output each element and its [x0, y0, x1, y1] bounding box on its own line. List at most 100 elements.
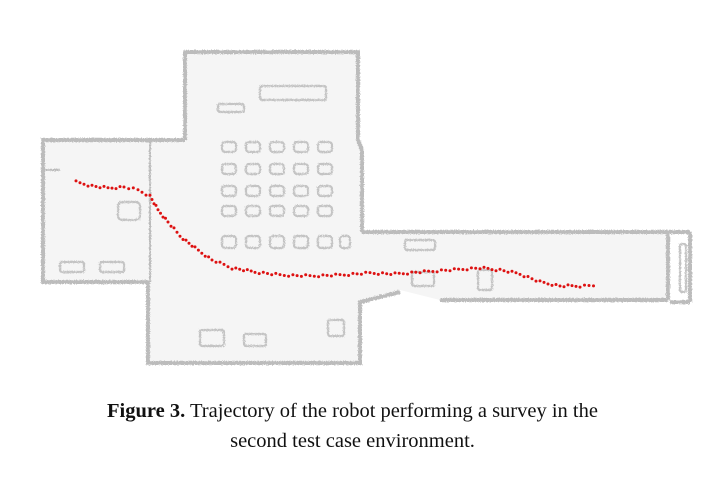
- trajectory-point: [397, 271, 401, 275]
- trajectory-point: [82, 182, 86, 186]
- trajectory-point: [506, 270, 510, 274]
- trajectory-point: [169, 224, 173, 228]
- caption-text-1: Trajectory of the robot performing a sur…: [185, 400, 598, 422]
- trajectory-point: [372, 272, 376, 275]
- trajectory-point: [364, 270, 368, 274]
- trajectory-point: [418, 271, 422, 275]
- trajectory-point: [207, 255, 211, 259]
- trajectory-point: [465, 268, 469, 272]
- trajectory-point: [385, 272, 389, 276]
- trajectory-point: [522, 275, 526, 279]
- trajectory-point: [218, 260, 222, 264]
- trajectory-point: [172, 226, 176, 230]
- trajectory-point: [150, 198, 154, 201]
- trajectory-point: [274, 271, 278, 275]
- trajectory-point: [566, 283, 570, 287]
- trajectory-point: [457, 267, 461, 271]
- trajectory-point: [118, 185, 122, 189]
- trajectory-point: [494, 269, 498, 273]
- trajectory-point: [203, 254, 207, 258]
- trajectory-point: [187, 241, 191, 245]
- trajectory-point: [184, 238, 188, 242]
- trajectory-point: [376, 272, 380, 276]
- trajectory-point: [427, 269, 431, 273]
- trajectory-point: [448, 269, 452, 273]
- trajectory-point: [410, 270, 414, 274]
- trajectory-point: [518, 272, 522, 276]
- trajectory-point: [181, 238, 185, 241]
- trajectory-point: [530, 277, 534, 281]
- trajectory-point: [154, 203, 158, 207]
- trajectory-point: [222, 262, 226, 266]
- trajectory-point: [257, 272, 261, 276]
- trajectory-point: [317, 275, 321, 279]
- trajectory-point: [439, 268, 443, 272]
- trajectory-point: [414, 270, 418, 274]
- trajectory-point: [546, 282, 550, 286]
- trajectory-point: [114, 187, 118, 191]
- trajectory-point: [110, 186, 114, 190]
- trajectory-point: [444, 268, 448, 272]
- trajectory-point: [178, 234, 182, 238]
- trajectory-point: [359, 272, 363, 276]
- trajectory-point: [510, 269, 514, 273]
- trajectory-point: [490, 268, 494, 272]
- trajectory-point: [393, 271, 397, 275]
- trajectory-point: [583, 283, 586, 287]
- trajectory-point: [401, 272, 405, 276]
- trajectory-point: [389, 273, 393, 276]
- trajectory-point: [214, 260, 218, 264]
- trajectory-point: [287, 274, 291, 278]
- caption-line-1: Figure 3. Trajectory of the robot perfor…: [0, 396, 705, 426]
- trajectory-point: [253, 270, 257, 274]
- trajectory-point: [144, 193, 148, 197]
- trajectory-point: [406, 272, 409, 276]
- map-walls: [41, 50, 692, 365]
- trajectory-point: [193, 245, 197, 249]
- trajectory-point: [342, 273, 346, 277]
- trajectory-point: [266, 272, 269, 275]
- trajectory-point: [74, 179, 78, 183]
- trajectory-point: [562, 285, 566, 289]
- trajectory-point: [136, 188, 140, 192]
- trajectory-point: [295, 274, 299, 278]
- trajectory-point: [238, 267, 242, 271]
- trajectory-point: [245, 268, 249, 272]
- trajectory-point: [164, 216, 167, 220]
- trajectory-point: [452, 267, 456, 271]
- map-furniture: [58, 84, 688, 348]
- trajectory-point: [574, 284, 578, 288]
- trajectory-point: [478, 267, 482, 271]
- trajectory-point: [486, 266, 490, 270]
- trajectory-point: [469, 266, 473, 270]
- trajectory-point: [502, 269, 506, 273]
- trajectory-point: [325, 273, 329, 277]
- figure-label: Figure 3.: [107, 400, 186, 422]
- trajectory-point: [98, 186, 102, 190]
- trajectory-point: [592, 284, 595, 288]
- trajectory-point: [152, 202, 156, 206]
- trajectory-point: [474, 266, 478, 270]
- trajectory-point: [127, 187, 131, 191]
- trajectory-point: [554, 283, 558, 286]
- trajectory-point: [482, 265, 486, 269]
- trajectory-point: [558, 284, 562, 288]
- trajectory-point: [282, 274, 286, 277]
- trajectory-point: [175, 230, 179, 234]
- trajectory-point: [261, 270, 265, 274]
- trajectory-point: [234, 266, 238, 270]
- trajectory-point: [334, 272, 338, 276]
- trajectory-point: [526, 275, 530, 278]
- trajectory-point: [270, 273, 274, 277]
- trajectory-point: [131, 186, 135, 190]
- trajectory-point: [570, 284, 574, 288]
- trajectory-point: [435, 270, 439, 274]
- trajectory-point: [587, 284, 591, 287]
- trajectory-point: [86, 184, 90, 188]
- trajectory-point: [226, 265, 230, 269]
- trajectory-point: [431, 270, 435, 273]
- trajectory-point: [156, 208, 160, 212]
- trajectory-point: [140, 190, 144, 194]
- trajectory-point: [338, 273, 342, 277]
- trajectory-point: [381, 271, 384, 275]
